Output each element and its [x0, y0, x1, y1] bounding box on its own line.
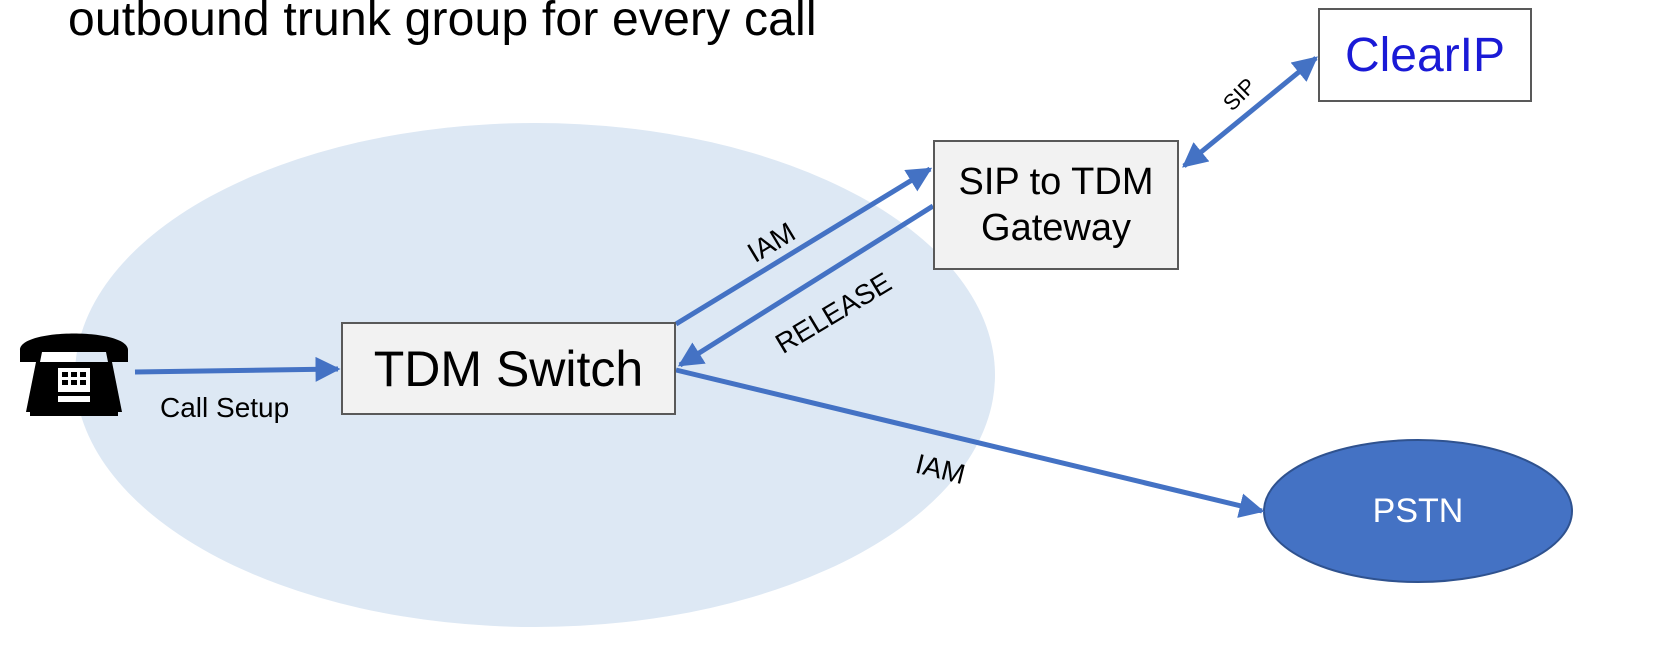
- tdm-switch-label: TDM Switch: [373, 340, 644, 397]
- gateway-label-line1: SIP to TDM: [958, 161, 1154, 203]
- sip-arrow: [1182, 56, 1318, 168]
- iam-to-pstn-arrow: [675, 367, 1265, 518]
- clearip-node: ClearIP: [1318, 8, 1532, 102]
- diagram-title: outbound trunk group for every call: [68, 0, 817, 46]
- clearip-label: ClearIP: [1344, 28, 1506, 82]
- call-setup-arrow: [134, 356, 341, 382]
- call-setup-label: Call Setup: [160, 392, 290, 423]
- tdm-switch-node: TDM Switch: [341, 322, 676, 415]
- release-arrow: [677, 203, 935, 368]
- gateway-label-line2: Gateway: [981, 207, 1131, 249]
- telephone-icon: [20, 333, 128, 416]
- pstn-label: PSTN: [1372, 491, 1464, 530]
- sip-tdm-gateway-node: SIP to TDM Gateway: [933, 140, 1179, 270]
- iam-to-gateway-arrow: [674, 166, 933, 327]
